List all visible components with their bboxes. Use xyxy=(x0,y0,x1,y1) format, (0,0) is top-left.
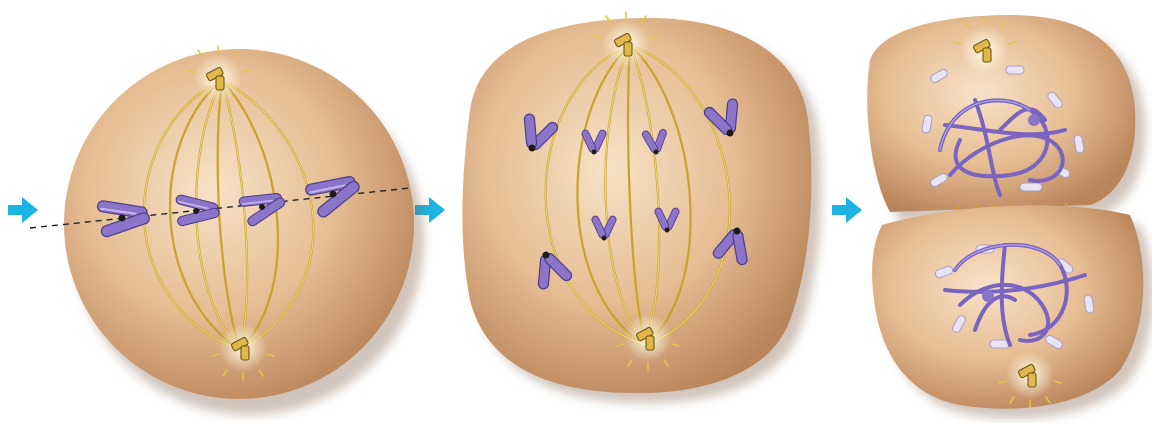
right-arrow-icon xyxy=(8,197,38,223)
daughter-cell-bottom xyxy=(872,205,1143,408)
anaphase-cell xyxy=(462,12,821,403)
telophase-cell xyxy=(867,15,1152,419)
daughter-cell-top xyxy=(867,15,1135,212)
metaphase-cell xyxy=(30,46,424,415)
right-arrow-icon xyxy=(832,197,862,223)
